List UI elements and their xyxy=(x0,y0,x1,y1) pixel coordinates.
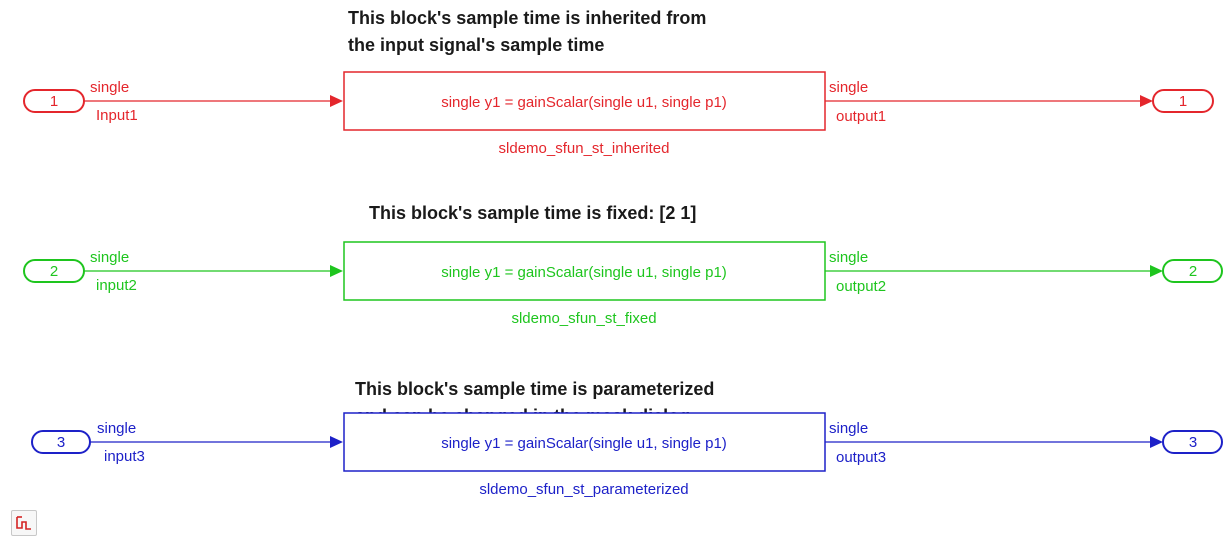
row-1: This block's sample time is inherited fr… xyxy=(23,8,1214,157)
row-3: This block's sample time is parameterize… xyxy=(31,379,1223,498)
outport-2-block[interactable] xyxy=(1162,259,1223,283)
outport-1-block[interactable] xyxy=(1152,89,1214,113)
outport-2-label: 2 xyxy=(1189,263,1197,280)
input-signal-name-1: Input1 xyxy=(96,107,138,124)
output-signal-name-3: output3 xyxy=(836,449,886,466)
input-datatype-2: single xyxy=(90,249,129,266)
output-arrow-1 xyxy=(1140,95,1153,107)
output-datatype-1: single xyxy=(829,79,868,96)
input-datatype-1: single xyxy=(90,79,129,96)
annotation-2-line1: This block's sample time is fixed: [2 1] xyxy=(369,203,696,223)
sfunction-block-1[interactable] xyxy=(343,71,826,131)
inport-2-label: 2 xyxy=(50,263,58,280)
row-2: This block's sample time is fixed: [2 1]… xyxy=(23,203,1223,327)
sfunction-block-2-name: sldemo_sfun_st_fixed xyxy=(511,310,656,327)
sfunction-block-3-name: sldemo_sfun_st_parameterized xyxy=(479,481,688,498)
output-datatype-2: single xyxy=(829,249,868,266)
outport-3-block[interactable] xyxy=(1162,430,1223,454)
annotation-1-line1: This block's sample time is inherited fr… xyxy=(348,8,706,28)
inport-1-label: 1 xyxy=(50,93,58,110)
output-signal-name-2: output2 xyxy=(836,278,886,295)
output-datatype-3: single xyxy=(829,420,868,437)
output-arrow-3 xyxy=(1150,436,1163,448)
input-datatype-3: single xyxy=(97,420,136,437)
annotation-1-line2: the input signal's sample time xyxy=(348,35,604,55)
outport-3-label: 3 xyxy=(1189,434,1197,451)
annotation-3-line1: This block's sample time is parameterize… xyxy=(355,379,714,399)
sample-time-legend-button[interactable] xyxy=(11,510,37,536)
output-arrow-2 xyxy=(1150,265,1163,277)
sfunction-block-2-text: single y1 = gainScalar(single u1, single… xyxy=(441,264,727,281)
sfunction-block-1-name: sldemo_sfun_st_inherited xyxy=(499,140,670,157)
sfunction-block-3-text: single y1 = gainScalar(single u1, single… xyxy=(441,435,727,452)
sfunction-block-1-text: single y1 = gainScalar(single u1, single… xyxy=(441,94,727,111)
input-arrow-3 xyxy=(330,436,343,448)
input-arrow-1 xyxy=(330,95,343,107)
outport-1-label: 1 xyxy=(1179,93,1187,110)
input-signal-name-3: input3 xyxy=(104,448,145,465)
inport-3-label: 3 xyxy=(57,434,65,451)
input-arrow-2 xyxy=(330,265,343,277)
input-signal-name-2: input2 xyxy=(96,277,137,294)
output-signal-name-1: output1 xyxy=(836,108,886,125)
sfunction-block-2[interactable] xyxy=(343,241,826,301)
sfunction-block-3[interactable] xyxy=(343,412,826,472)
sample-time-legend-icon xyxy=(16,516,31,530)
